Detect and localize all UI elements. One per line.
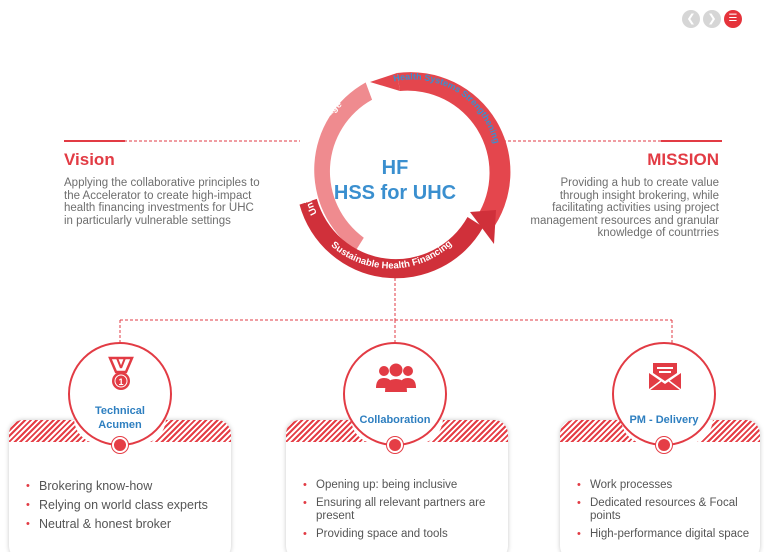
chevron-right-icon[interactable]: ❯	[703, 10, 721, 28]
list-item: Dedicated resources & Focal points	[576, 497, 754, 523]
list-item: Work processes	[576, 479, 754, 492]
list-item: Opening up: being inclusive	[302, 479, 502, 492]
pillar-list: Opening up: being inclusive Ensuring all…	[302, 479, 502, 546]
people-group-icon	[376, 363, 416, 392]
pillar-label-line1: PM - Delivery	[629, 414, 699, 426]
pillar-collaboration: Collaboration	[343, 342, 447, 453]
center-title-hss-uhc: HSS for UHC	[333, 182, 457, 204]
pillar-pm-delivery: PM - Delivery	[612, 342, 716, 453]
pillar-dot	[656, 437, 672, 453]
list-item: Brokering know-how	[25, 479, 225, 493]
chevron-left-icon[interactable]: ❮	[682, 10, 700, 28]
arrow-universal-health-coverage	[314, 82, 372, 251]
center-title-hf: HF	[381, 157, 409, 179]
pillar-technical-acumen: 1 Technical Acumen	[68, 342, 172, 453]
cycle-ring	[299, 72, 511, 279]
list-item: Providing space and tools	[302, 528, 502, 541]
pillar-label-line1: Collaboration	[359, 414, 431, 426]
list-item: Ensuring all relevant partners are prese…	[302, 497, 502, 523]
pillar-list: Brokering know-how Relying on world clas…	[25, 479, 225, 536]
pillar-dot	[112, 437, 128, 453]
mission-text: Providing a hub to create value through …	[530, 177, 719, 239]
svg-text:1: 1	[118, 377, 123, 387]
slide-navigation: ❮ ❯ ☰	[682, 10, 742, 28]
vision-text: Applying the collaborative principles to…	[64, 177, 260, 227]
pillar-list: Work processes Dedicated resources & Foc…	[576, 479, 754, 546]
pillar-label-line2: Acumen	[98, 419, 142, 431]
arrow-health-systems-strengthening	[397, 72, 511, 233]
mission-title: MISSION	[647, 150, 719, 169]
list-item: High-performance digital space	[576, 528, 754, 541]
vision-title: Vision	[64, 150, 115, 169]
envelope-icon	[648, 363, 682, 391]
menu-icon[interactable]: ☰	[724, 10, 742, 28]
pillar-dot	[387, 437, 403, 453]
arrow-sustainable-health-financing	[299, 198, 484, 279]
list-item: Neutral & honest broker	[25, 517, 225, 531]
medal-icon: 1	[108, 356, 134, 390]
list-item: Relying on world class experts	[25, 498, 225, 512]
pillar-label-line1: Technical	[95, 405, 145, 417]
